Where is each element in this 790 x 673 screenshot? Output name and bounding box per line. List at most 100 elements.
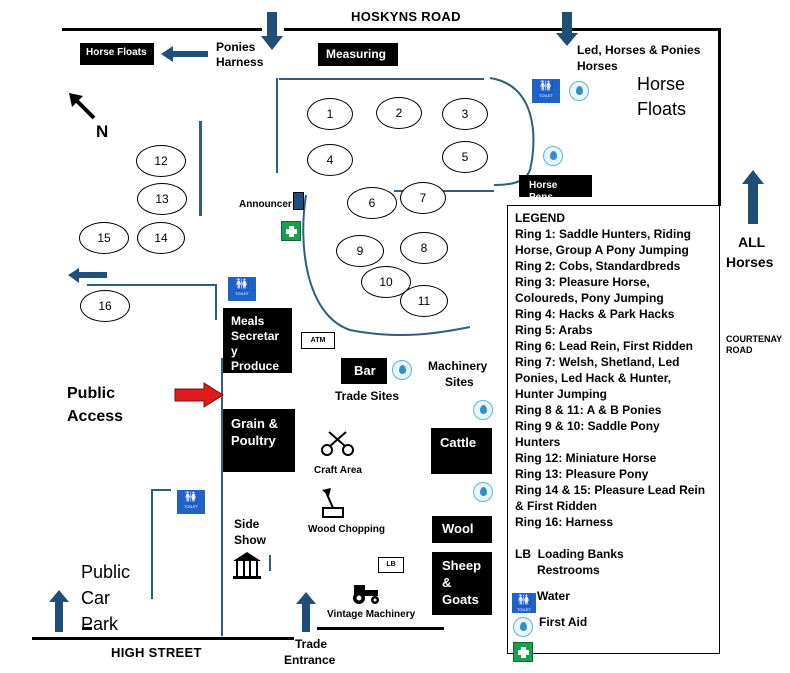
public-car-park-label-1: Public — [81, 562, 131, 582]
hoskyns-road-line-right — [284, 28, 720, 31]
ring-11: 11 — [400, 285, 448, 317]
sheep-label-1: Sheep — [442, 558, 482, 573]
craft-area-label: Craft Area — [314, 465, 362, 476]
public-access-label-2: Access — [67, 408, 124, 425]
up-arrow-icon-trade — [296, 592, 316, 632]
legend-line: Ring 13: Pleasure Pony — [515, 467, 649, 481]
wood-chopping-icon — [322, 488, 344, 518]
north-arena-top — [279, 78, 484, 80]
horse-floats-top-block: Horse Floats — [80, 43, 154, 65]
legend-line: Horse, Group A Pony Jumping — [515, 243, 689, 257]
horse-floats-big-label-1: Horse — [637, 74, 686, 94]
high-street-line-left — [32, 637, 294, 640]
lb-box: LB — [378, 557, 404, 573]
meals-label-1: Meals — [231, 314, 265, 328]
courtenay-road-label-1: COURTENAY — [726, 334, 783, 344]
legend-line: Ring 7: Welsh, Shetland, Led — [515, 355, 680, 369]
west-fence-vertical — [199, 121, 202, 216]
legend-lb-line: LB Loading Banks — [515, 547, 624, 561]
announcer-box — [293, 192, 304, 210]
legend-line: Ring 14 & 15: Pleasure Lead Rein — [515, 483, 706, 497]
sheep-label-3: Goats — [442, 592, 479, 607]
water-icon-bar — [392, 360, 412, 380]
meals-label-2: Secretar — [231, 329, 280, 343]
legend-line: Ring 3: Pleasure Horse, — [515, 275, 650, 289]
public-car-park-label-2: Car — [81, 588, 111, 608]
north-arrow-icon — [69, 93, 96, 120]
up-arrow-icon-all-horses — [742, 170, 764, 224]
ring-16: 16 — [80, 290, 130, 322]
legend-line: Ring 4: Hacks & Park Hacks — [515, 307, 675, 321]
high-street-label: HIGH STREET — [111, 645, 202, 660]
water-icon-machinery — [473, 400, 493, 420]
cattle-block: Cattle — [431, 428, 492, 474]
legend-line: Ring 8 & 11: A & B Ponies — [515, 403, 662, 417]
legend-title: LEGEND — [515, 211, 566, 225]
bar-block: Bar — [341, 358, 387, 384]
legend-line: Ring 9 & 10: Saddle Pony — [515, 419, 660, 433]
led-horses-label-2: Horses — [577, 59, 618, 73]
legend-first-aid-icon — [513, 642, 533, 662]
grain-label-2: Poultry — [231, 433, 276, 448]
legend-line: & First Ridden — [515, 499, 598, 513]
horse-pens-block: Horse Pens — [519, 175, 592, 197]
ring-15: 15 — [79, 222, 129, 254]
legend-restrooms-line: Restrooms — [537, 563, 600, 577]
sheep-label-2: & — [442, 575, 452, 590]
car-park-line — [82, 627, 92, 630]
horse-floats-big-label-2: Floats — [637, 99, 687, 119]
down-arrow-icon-led — [556, 12, 578, 46]
legend-line: Hunters — [515, 435, 561, 449]
east-boundary-line — [718, 28, 721, 206]
legend-line: Ponies, Led Hack & Hunter, — [515, 371, 672, 385]
north-label: N — [96, 122, 109, 141]
machinery-sites-label-1: Machinery — [428, 359, 488, 373]
public-car-park-label-3: Park — [81, 614, 119, 632]
ring-4: 4 — [307, 144, 353, 176]
meals-label-4: Produce — [231, 359, 280, 373]
sheep-goats-block: Sheep & Goats — [432, 552, 492, 615]
west-fence-horizontal — [87, 284, 217, 286]
first-aid-icon-north — [281, 221, 301, 241]
ponies-harness-label-2: Harness — [216, 55, 264, 69]
legend-line: Ring 1: Saddle Hunters, Riding — [515, 227, 692, 241]
legend-line: Ring 2: Cobs, Standardbreds — [515, 259, 681, 273]
ring-3: 3 — [442, 98, 488, 130]
tractor-icon — [353, 585, 379, 604]
hoskyns-road-label: HOSKYNS ROAD — [351, 9, 461, 24]
ring-12: 12 — [136, 145, 186, 177]
announcer-label: Announcer — [239, 199, 292, 210]
ring-1: 1 — [307, 98, 353, 130]
water-icon-horse-pens — [543, 146, 563, 166]
left-arrow-icon — [161, 46, 208, 62]
ring-10: 10 — [361, 266, 411, 298]
trade-entrance-label-1: Trade — [295, 637, 328, 651]
trade-sites-label: Trade Sites — [335, 389, 400, 403]
legend-line: Ring 12: Miniature Horse — [515, 451, 657, 465]
public-access-arrow-icon — [174, 382, 224, 408]
toilet-icon-west: 🚻TOILET — [228, 277, 256, 301]
all-horses-label-2: Horses — [726, 254, 774, 270]
water-icon-cattle — [473, 482, 493, 502]
legend-box: LEGEND Ring 1: Saddle Hunters, Riding Ho… — [507, 205, 720, 654]
side-show-label-2: Show — [234, 533, 266, 547]
meals-secretary-block: Meals Secretar y Produce — [223, 308, 292, 373]
legend-toilet-icon: 🚻TOILET — [512, 593, 536, 613]
grain-label-1: Grain & — [231, 416, 278, 431]
ring-6: 6 — [347, 187, 397, 219]
vintage-machinery-label: Vintage Machinery — [327, 609, 416, 620]
trade-entrance-label-2: Entrance — [284, 653, 336, 667]
ring-8: 8 — [400, 232, 448, 264]
grain-poultry-block: Grain & Poultry — [223, 409, 295, 472]
ring-14: 14 — [137, 222, 185, 254]
toilet-icon-south: 🚻TOILET — [177, 490, 205, 514]
south-block-top — [151, 489, 171, 491]
machinery-sites-label-2: Sites — [445, 375, 474, 389]
down-arrow-icon-hoskyns — [261, 12, 283, 50]
public-access-label-1: Public — [67, 385, 116, 402]
toilet-icon-north: 🚻TOILET — [532, 79, 560, 103]
hoskyns-road-line-left — [62, 28, 262, 31]
craft-scissors-icon — [321, 431, 354, 456]
courtenay-road-label-2: ROAD — [726, 345, 753, 355]
ring-13: 13 — [137, 183, 187, 215]
